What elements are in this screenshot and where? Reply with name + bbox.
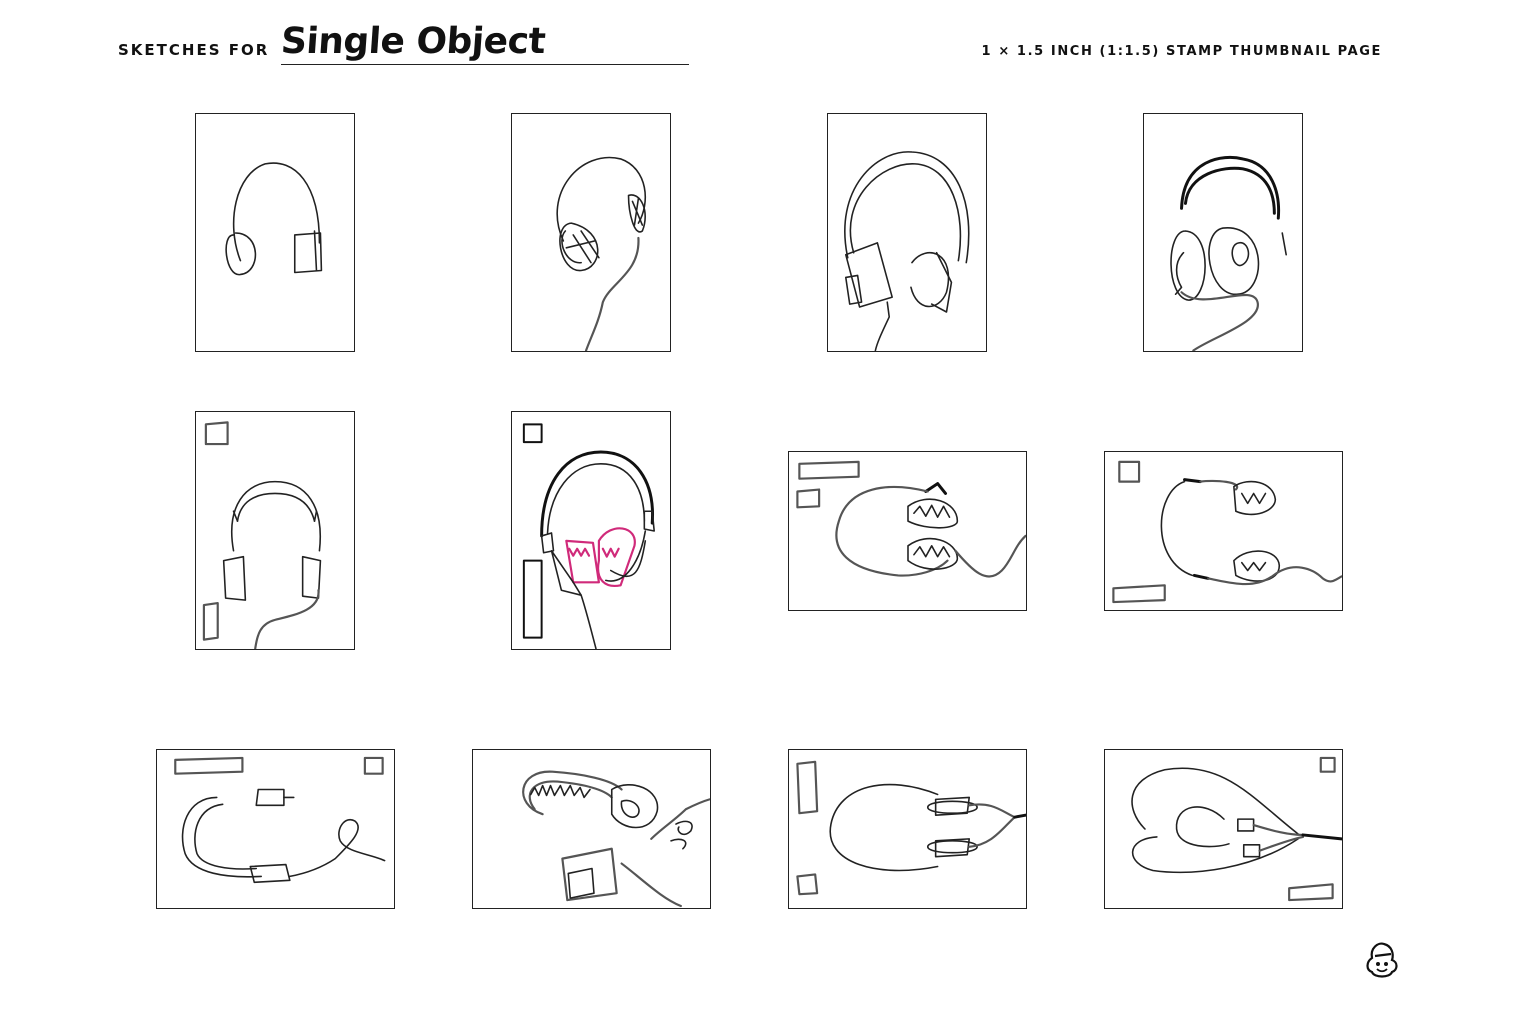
thumbnail-8 xyxy=(1104,451,1343,611)
thumbnail-2 xyxy=(511,113,671,352)
title-line: Single Object xyxy=(279,21,690,65)
headphones-sketch-icon xyxy=(1170,155,1287,351)
thumbnail-1 xyxy=(195,113,355,352)
headphones-sketch-icon xyxy=(522,770,710,908)
page-type-label: 1 × 1.5 INCH (1:1.5) STAMP THUMBNAIL PAG… xyxy=(981,44,1382,59)
header-prefix: SKETCHES FOR xyxy=(118,41,270,59)
thumbnail-3 xyxy=(827,113,987,352)
thumbnail-9 xyxy=(156,749,395,909)
headphones-sketch-icon xyxy=(1112,460,1342,604)
thumbnail-5 xyxy=(195,411,355,650)
thumbnail-10 xyxy=(472,749,711,909)
thumbnail-11 xyxy=(788,749,1027,909)
thumbnail-4 xyxy=(1143,113,1303,352)
headphones-sketch-icon xyxy=(174,756,386,884)
headphones-sketch-icon xyxy=(522,423,655,649)
headphones-sketch-icon xyxy=(556,156,647,351)
headphones-sketch-icon xyxy=(1131,756,1342,902)
headphones-sketch-icon xyxy=(202,421,322,649)
headphones-sketch-icon xyxy=(225,162,323,276)
page-title: Single Object xyxy=(279,21,547,62)
headphones-sketch-icon xyxy=(796,460,1026,578)
thumbnail-7 xyxy=(788,451,1027,611)
page-header: SKETCHES FOR Single Object xyxy=(118,21,690,65)
thumbnail-6 xyxy=(511,411,671,650)
headphones-sketch-icon xyxy=(844,151,970,351)
thumbnail-12 xyxy=(1104,749,1343,909)
mascot-logo-icon xyxy=(1366,942,1398,978)
headphones-sketch-icon xyxy=(796,760,1026,896)
